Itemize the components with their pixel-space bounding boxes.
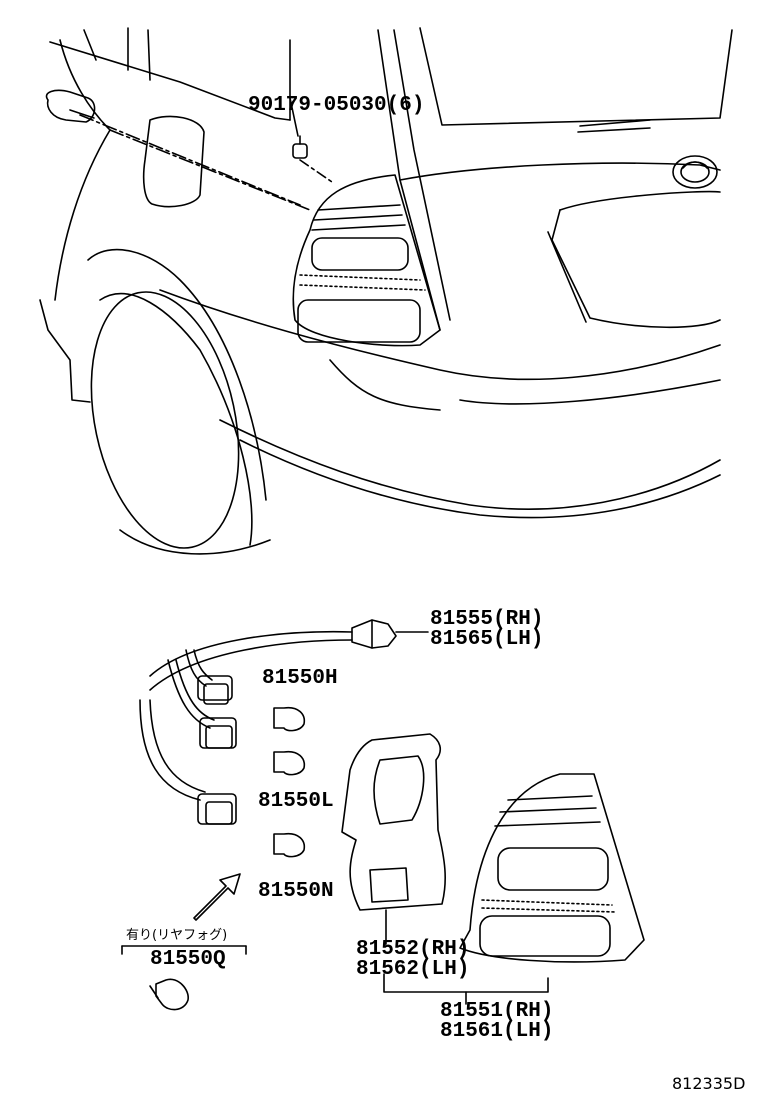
bulb-h-part-number: 81550H	[262, 667, 338, 690]
bulb-l-part-number: 81550L	[258, 790, 334, 813]
gasket-rh-part-number: 81552(RH)	[356, 938, 470, 961]
clip-part-number: 90179-05030(6)	[248, 94, 425, 117]
bulb-n-part-number: 81550N	[258, 880, 334, 903]
fog-lamp-note: 有り(リヤフォグ)	[126, 928, 228, 943]
cord-rh-part-number: 81555(RH)	[430, 608, 544, 631]
bulb-q-part-number: 81550Q	[150, 948, 226, 971]
lamp-rh-part-number: 81551(RH)	[440, 1000, 554, 1023]
lamp-lh-part-number: 81561(LH)	[440, 1020, 554, 1043]
cord-lh-part-number: 81565(LH)	[430, 628, 544, 651]
gasket-lh-part-number: 81562(LH)	[356, 958, 470, 981]
drawing-code: 812335D	[672, 1074, 746, 1093]
